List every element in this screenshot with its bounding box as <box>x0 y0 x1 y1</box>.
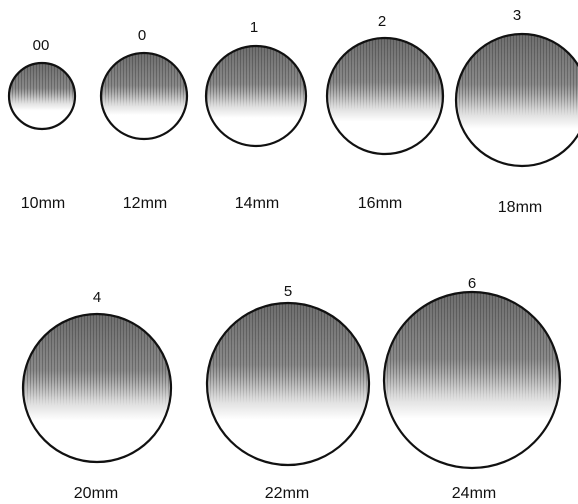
ball-texture <box>9 63 75 129</box>
ball-outline <box>99 51 189 141</box>
ball-texture <box>327 38 443 154</box>
ball-outline <box>7 61 77 131</box>
ball-size-2: 2 16mm <box>325 13 445 212</box>
ball-size-6: 6 24mm <box>382 275 562 502</box>
size-number-label: 00 <box>33 37 50 54</box>
ball-texture <box>23 314 171 462</box>
diameter-label: 16mm <box>358 195 402 212</box>
size-number-label: 2 <box>378 13 386 30</box>
size-number-label: 6 <box>468 275 476 292</box>
ball-texture <box>206 46 306 146</box>
ball-texture <box>207 303 369 465</box>
ball-size-4: 4 20mm <box>21 289 173 502</box>
ball-size-3: 3 18mm <box>454 7 578 216</box>
size-number-label: 4 <box>93 289 101 306</box>
ball-size-0: 0 12mm <box>99 27 189 212</box>
ball-texture <box>101 53 187 139</box>
diameter-label: 24mm <box>452 485 496 502</box>
size-number-label: 5 <box>284 283 292 300</box>
diameter-label: 20mm <box>74 485 118 502</box>
diameter-label: 12mm <box>123 195 167 212</box>
ball-outline <box>382 290 562 470</box>
ball-size-5: 5 22mm <box>205 283 371 502</box>
ball-outline <box>205 301 371 467</box>
ball-texture <box>384 292 560 468</box>
size-number-label: 1 <box>250 19 258 36</box>
diameter-label: 14mm <box>235 195 279 212</box>
ball-size-1: 1 14mm <box>204 19 308 212</box>
ball-outline <box>204 44 308 148</box>
ball-outline <box>325 36 445 156</box>
ball-texture <box>456 34 578 166</box>
ball-outline <box>21 312 173 464</box>
diameter-label: 18mm <box>498 199 542 216</box>
ball-outline <box>454 32 578 168</box>
size-number-label: 0 <box>138 27 146 44</box>
diameter-label: 10mm <box>21 195 65 212</box>
ball-size-00: 00 10mm <box>7 37 77 212</box>
diameter-label: 22mm <box>265 485 309 502</box>
size-number-label: 3 <box>513 7 521 24</box>
